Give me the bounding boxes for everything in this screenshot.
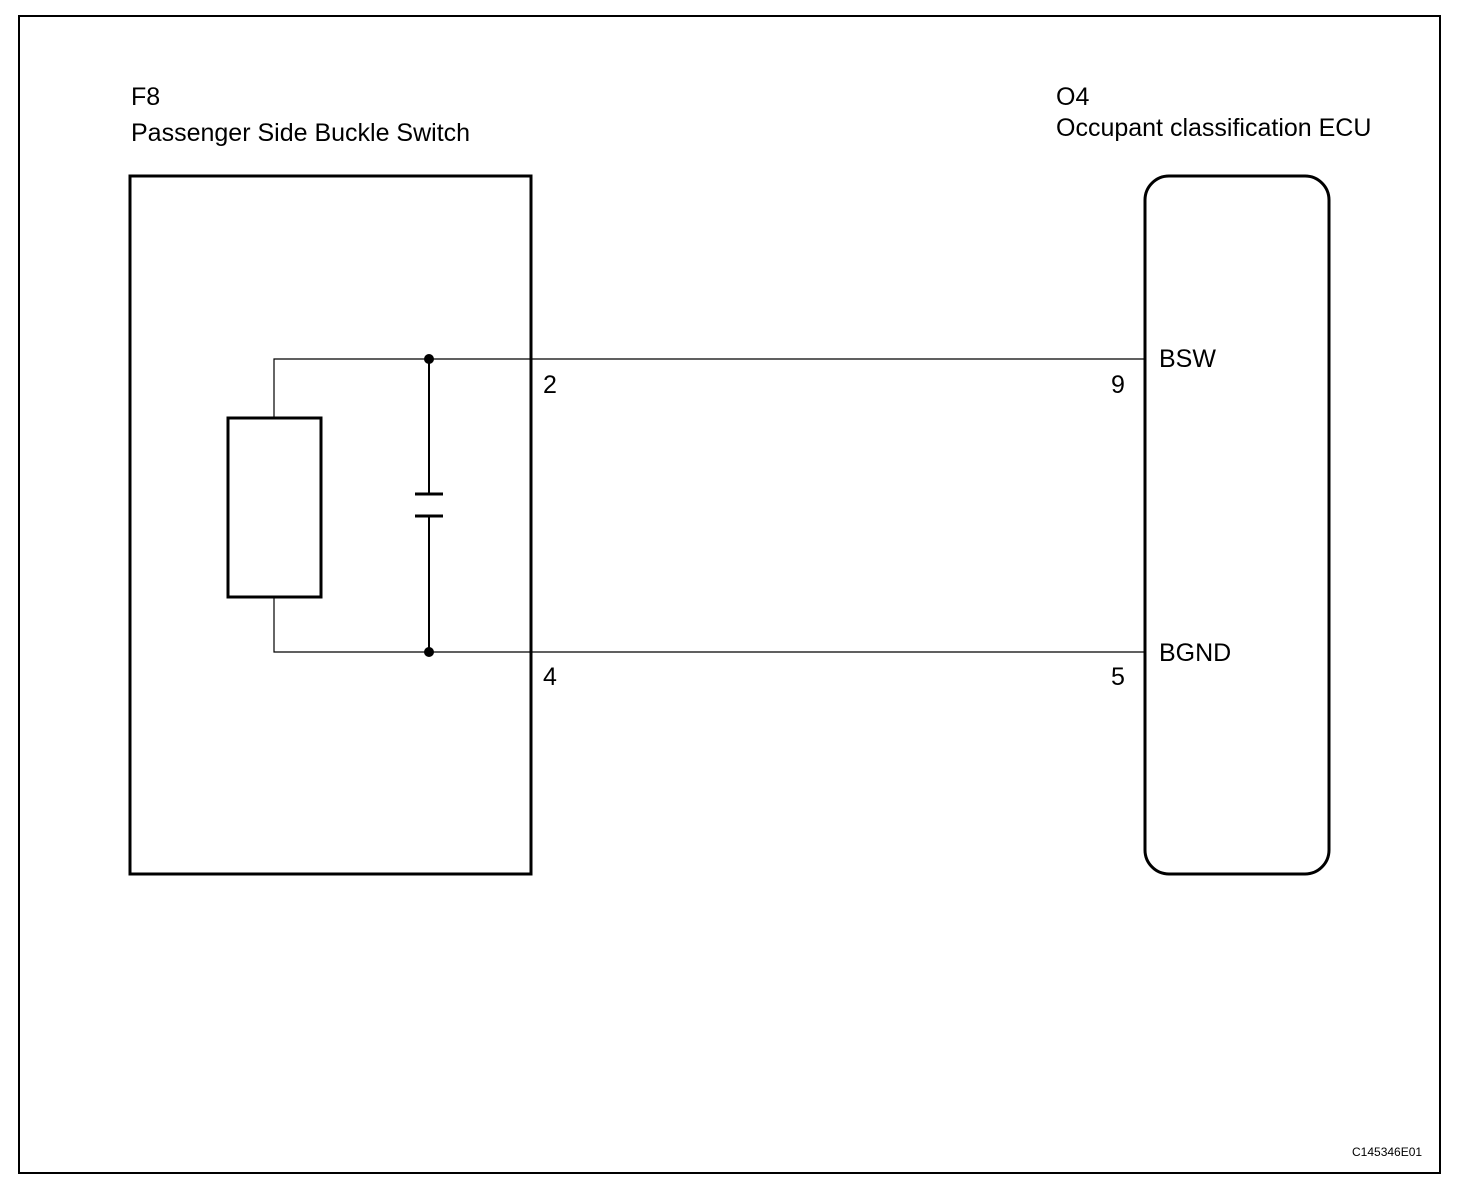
ecu-box — [1143, 174, 1331, 876]
f8-pin-bottom: 4 — [543, 663, 557, 691]
f8-pin-top: 2 — [543, 371, 557, 399]
switch-internal-circuit — [226, 354, 531, 657]
resistor-bottom-lead — [273, 597, 531, 653]
signal-bsw-label: BSW — [1159, 345, 1216, 373]
capacitor-symbol — [415, 359, 443, 652]
resistor-top-lead — [273, 358, 531, 418]
junction-dot-top — [424, 354, 434, 364]
junction-dot-bottom — [424, 647, 434, 657]
f8-component-name: Passenger Side Buckle Switch — [131, 119, 471, 147]
resistor-symbol — [226, 416, 323, 599]
o4-pin-top: 9 — [1111, 371, 1125, 399]
o4-pin-bottom: 5 — [1111, 663, 1125, 691]
signal-bgnd-label: BGND — [1159, 639, 1232, 667]
diagram-frame — [18, 15, 1441, 1174]
o4-component-name: Occupant classification ECU — [1056, 114, 1372, 142]
buckle-switch-box — [128, 174, 533, 876]
f8-connector-code: F8 — [131, 83, 161, 111]
figure-id: C145346E01 — [1352, 1145, 1423, 1159]
o4-connector-code: O4 — [1056, 83, 1090, 111]
